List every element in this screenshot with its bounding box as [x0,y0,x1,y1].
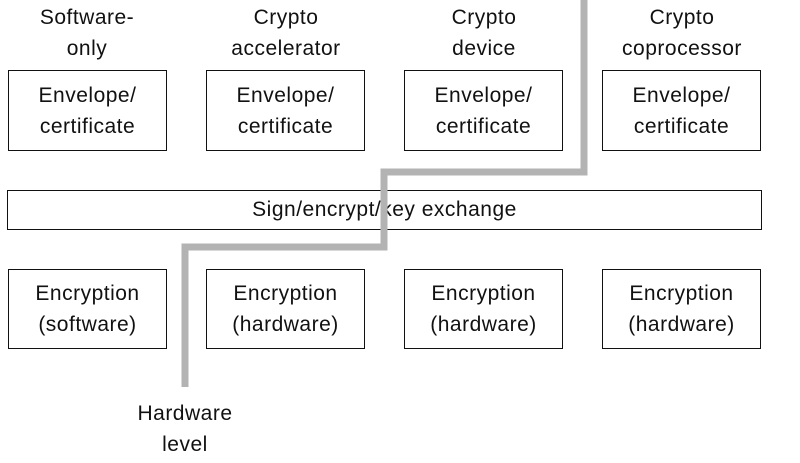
box-text-line: Envelope/ [236,83,335,107]
column-label-line: only [66,37,108,60]
encryption-box: Encryption (software) [8,269,167,349]
hardware-level-label-line: level [162,433,208,456]
box-text-line: (hardware) [628,313,735,336]
box-text-line: Envelope/ [632,83,731,107]
column-label-software-only: Software- only [2,2,172,64]
envelope-certificate-box: Envelope/ certificate [206,70,365,151]
column-label-crypto-coprocessor: Crypto coprocessor [597,2,767,64]
envelope-certificate-box: Envelope/ certificate [8,70,167,151]
hardware-level-polyline [181,0,588,387]
hardware-level-label: Hardware level [115,398,255,460]
box-text-line: Encryption [431,282,536,305]
hardware-level-label-line: Hardware [137,402,233,425]
encryption-box: Encryption (hardware) [404,269,563,349]
envelope-certificate-box: Envelope/ certificate [404,70,563,151]
column-label-line: Crypto [451,6,517,29]
column-label-line: coprocessor [622,37,742,60]
box-text-line: Encryption [233,282,338,305]
box-text-line: certificate [39,114,136,138]
box-text-line: Encryption [35,282,140,305]
column-label-crypto-accelerator: Crypto accelerator [201,2,371,64]
column-label-line: accelerator [231,37,341,60]
box-text-line: (hardware) [430,313,537,336]
box-text-line: Envelope/ [434,83,533,107]
column-label-line: Crypto [253,6,319,29]
encryption-box: Encryption (hardware) [206,269,365,349]
column-label-line: device [452,37,516,60]
box-text-line: (software) [38,313,137,336]
column-label-crypto-device: Crypto device [399,2,569,64]
envelope-certificate-box: Envelope/ certificate [602,70,761,151]
box-text-line: certificate [237,114,334,138]
column-label-line: Software- [39,6,135,29]
box-text-line: Encryption [629,282,734,305]
box-text-line: certificate [633,114,730,138]
encryption-box: Encryption (hardware) [602,269,761,349]
box-text-line: certificate [435,114,532,138]
box-text-line: (hardware) [232,313,339,336]
column-label-line: Crypto [649,6,715,29]
box-text-line: Envelope/ [38,83,137,107]
